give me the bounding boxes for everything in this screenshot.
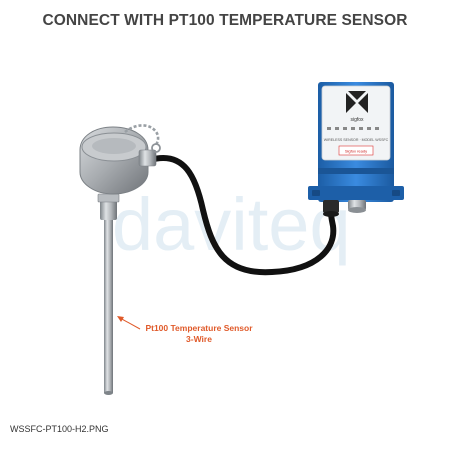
- file-name-label: WSSFC-PT100-H2.PNG: [10, 424, 109, 434]
- device-indicators: [327, 127, 379, 130]
- sensor-label-line2: 3-Wire: [186, 334, 212, 344]
- leader-arrowhead: [117, 316, 124, 322]
- sensor-probe: [104, 218, 113, 393]
- sigfox-logo: sigfox: [346, 91, 368, 123]
- device-sticker: [338, 145, 374, 156]
- sensor-chain: [124, 124, 160, 146]
- sensor-fitting: [100, 200, 117, 220]
- svg-text:Sigfox ready: Sigfox ready: [345, 149, 367, 154]
- cable-gland-left: [323, 200, 339, 213]
- sensor-label-line1: Pt100 Temperature Sensor: [145, 323, 253, 333]
- page-title: CONNECT WITH PT100 TEMPERATURE SENSOR: [42, 12, 408, 29]
- device-model-text: WIRELESS SENSOR · MODEL WSSFC: [324, 138, 389, 142]
- svg-text:sigfox: sigfox: [350, 117, 364, 123]
- leader-line: [119, 317, 141, 330]
- sensor-cable: [147, 155, 337, 276]
- wireless-sensor-device: sigfox WIRELESS SENSOR · MODEL WSSFC Sig…: [308, 82, 404, 217]
- pt100-sensor: [79, 124, 161, 395]
- sensor-label: Pt100 Temperature Sensor 3-Wire: [133, 323, 265, 345]
